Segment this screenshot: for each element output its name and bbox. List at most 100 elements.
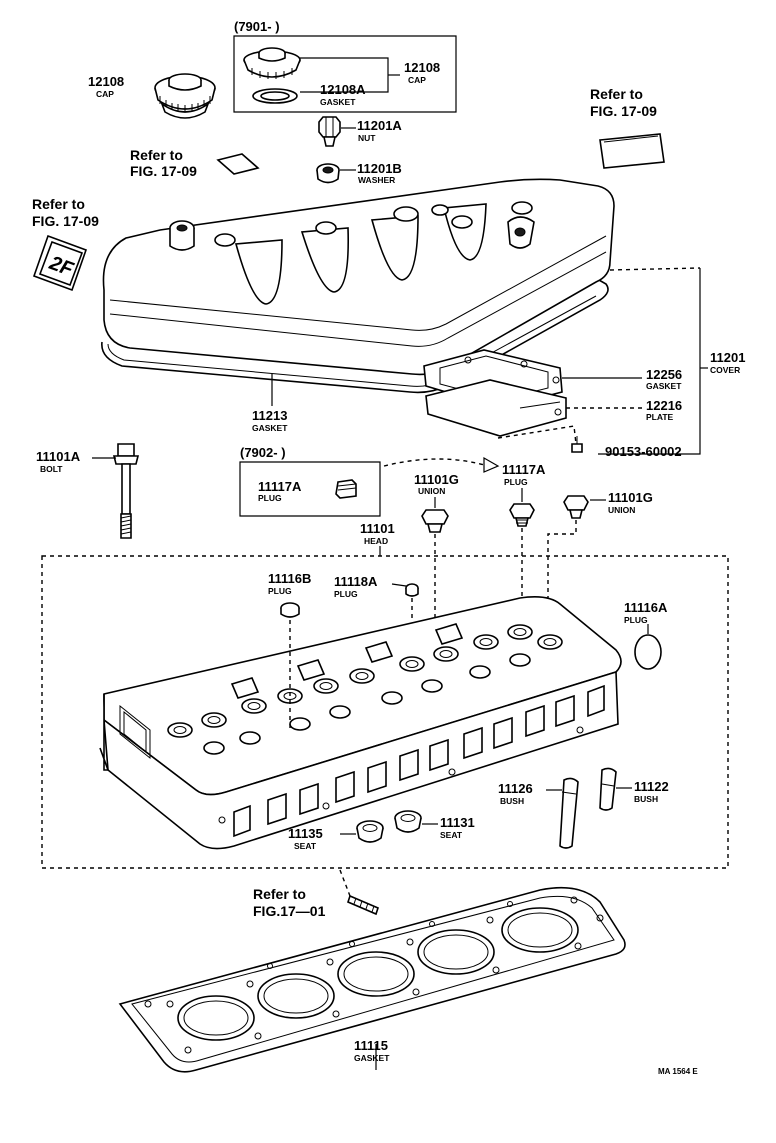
- part-label: SEAT: [440, 830, 463, 840]
- part-label: BUSH: [500, 796, 524, 806]
- bolt-90153: 90153-60002: [571, 436, 682, 459]
- callout-11117a-plug: 11117A PLUG: [502, 462, 546, 487]
- callout-11122-bush: 11122 BUSH: [634, 779, 669, 804]
- callout-12216-plate: 12216 PLATE: [646, 398, 682, 422]
- part-label: PLUG: [258, 493, 282, 503]
- valve-seat-11135: [340, 820, 384, 843]
- part-label: GASKET: [354, 1053, 390, 1063]
- valve-seat-11131: [394, 810, 438, 833]
- valve-guide-bush-11126: [546, 777, 579, 849]
- part-number: 11201A: [357, 118, 402, 133]
- part-number: 11101: [360, 521, 395, 536]
- callout-11201b-washer: 11201B WASHER: [357, 161, 402, 185]
- callout-11101-head: 11101 HEAD: [360, 521, 395, 556]
- part-label: PLUG: [504, 477, 528, 487]
- callout-11118a-plug: 11118A PLUG: [334, 574, 378, 599]
- arrow-dashed: [383, 458, 489, 467]
- part-label: PLUG: [334, 589, 358, 599]
- callout-11101g-union-left: 11101G UNION: [414, 472, 459, 496]
- part-number: 11118A: [334, 574, 378, 589]
- callout-11115-gasket: 11115 GASKET: [354, 1038, 390, 1063]
- stud-ref-17-01: Refer to FIG.17—01: [253, 869, 379, 919]
- part-number: 90153-60002: [605, 444, 682, 459]
- part-number: 11201: [710, 350, 745, 365]
- part-number: 11126: [498, 781, 533, 796]
- part-number: 12108: [88, 74, 124, 89]
- part-number: 11201B: [357, 161, 402, 176]
- callout-11201a-nut: 11201A NUT: [357, 118, 402, 143]
- cylinder-head: [99, 596, 622, 850]
- ref-line2: FIG.17—01: [253, 903, 326, 919]
- part-label: GASKET: [252, 423, 288, 433]
- callout-12256-gasket: 12256 GASKET: [646, 367, 682, 391]
- gasket-water-holes: [144, 896, 604, 1054]
- part-label: NUT: [358, 133, 376, 143]
- callout-11126-bush: 11126 BUSH: [498, 781, 533, 806]
- callout-12108a-gasket: 12108A GASKET: [320, 82, 366, 107]
- ref-emblem-left: Refer to FIG. 17-09 2F: [32, 196, 99, 292]
- cover-bracket: [598, 268, 701, 455]
- part-label: UNION: [608, 505, 635, 515]
- oil-filler-cap-left: [154, 73, 216, 119]
- plug-11116b: [280, 602, 300, 730]
- part-label: SEAT: [294, 841, 317, 851]
- part-number: 11101G: [608, 490, 653, 505]
- part-label: CAP: [408, 75, 426, 85]
- part-label: GASKET: [320, 97, 356, 107]
- part-number: 12108A: [320, 82, 366, 97]
- head-group-box: [41, 555, 729, 869]
- part-number: 11116B: [268, 571, 311, 586]
- plug-11116a: [634, 624, 662, 670]
- callout-11116b-plug: 11116B PLUG: [268, 571, 311, 596]
- part-number: 12256: [646, 367, 682, 382]
- callout-11101g-union-right: 11101G UNION: [608, 490, 653, 515]
- part-label: PLUG: [268, 586, 292, 596]
- callout-11101a-bolt: 11101A BOLT: [36, 449, 81, 474]
- part-label: CAP: [96, 89, 114, 99]
- union-11101g-right: [547, 495, 606, 650]
- box-7901: (7901- ): [233, 19, 457, 113]
- callout-12108-cap-left: 12108 CAP: [88, 74, 124, 99]
- part-number: 11131: [440, 815, 475, 830]
- breather-plate-12216: [425, 379, 642, 445]
- ref-line2: FIG. 17-09: [130, 163, 197, 179]
- ref-line1: Refer to: [253, 886, 306, 902]
- figure-code: MA 1564 E: [658, 1067, 698, 1076]
- washer-11201b: [316, 163, 356, 184]
- callout-11116a-plug: 11116A PLUG: [624, 600, 668, 625]
- valve-cover-11201: [101, 178, 701, 394]
- part-number: 11213: [252, 408, 287, 423]
- head-gasket-11115: [118, 886, 626, 1073]
- valve-seat-rings: [167, 624, 563, 755]
- part-number: 11117A: [258, 479, 302, 494]
- part-number: 11135: [288, 826, 323, 841]
- part-number: 11122: [634, 779, 669, 794]
- ref-plate-mid: Refer to FIG. 17-09: [130, 147, 260, 179]
- nut-11201a: [318, 116, 356, 147]
- part-number: 11101G: [414, 472, 459, 487]
- ref-line1: Refer to: [32, 196, 85, 212]
- intake-exhaust-ports: [233, 684, 605, 838]
- callout-11131-seat: 11131 SEAT: [440, 815, 475, 840]
- callout-11117a-plug-boxed: 11117A PLUG: [258, 479, 302, 503]
- ref-line1: Refer to: [590, 86, 643, 102]
- model-code: (7902- ): [240, 445, 286, 460]
- ref-plate-right: Refer to FIG. 17-09: [590, 86, 665, 169]
- part-number: 11117A: [502, 462, 546, 477]
- part-label: PLATE: [646, 412, 674, 422]
- part-label: UNION: [418, 486, 445, 496]
- callout-11201-cover: 11201 COVER: [710, 350, 745, 375]
- bolt-11101a: [92, 443, 140, 539]
- callout-11135-seat: 11135 SEAT: [288, 826, 323, 851]
- gasket-11213: 11213 GASKET: [252, 374, 288, 433]
- callout-12108-cap-boxed: 12108 CAP: [404, 60, 440, 85]
- plug-11118a: [391, 583, 419, 620]
- part-number: 11115: [354, 1038, 388, 1053]
- arrow-head: [483, 456, 500, 473]
- part-number: 11116A: [624, 600, 668, 615]
- part-label: PLUG: [624, 615, 648, 625]
- part-label: WASHER: [358, 175, 395, 185]
- ref-line1: Refer to: [130, 147, 183, 163]
- part-label: BOLT: [40, 464, 63, 474]
